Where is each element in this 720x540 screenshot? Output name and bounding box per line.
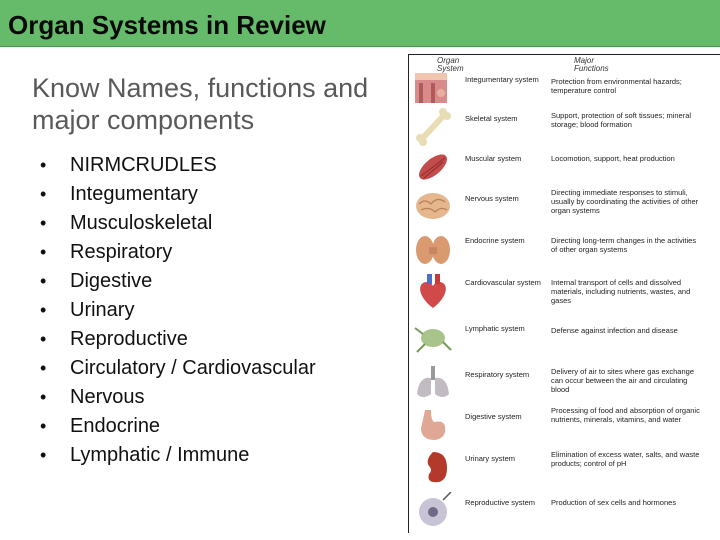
title-bar: Organ Systems in Review (0, 0, 720, 47)
system-name: Nervous system (465, 194, 519, 203)
system-name: Skeletal system (465, 114, 518, 123)
system-functions: Directing long-term changes in the activ… (551, 236, 697, 254)
system-name: Muscular system (465, 154, 522, 163)
brain-icon (416, 193, 450, 219)
bullet-item: Nervous (40, 384, 316, 413)
table-row: Muscular system Locomotion, support, hea… (409, 146, 720, 188)
table-row: Digestive system Processing of food and … (409, 404, 720, 446)
system-name: Integumentary system (465, 75, 539, 84)
bullet-list: NIRMCRUDLES Integumentary Musculoskeleta… (40, 152, 316, 471)
bullet-item: Urinary (40, 297, 316, 326)
thyroid-icon (416, 236, 450, 264)
bullet-item: Digestive (40, 268, 316, 297)
column-header-system: Organ System (437, 56, 464, 73)
muscle-icon (418, 154, 448, 180)
stomach-icon (421, 410, 446, 440)
system-functions: Processing of food and absorption of org… (551, 406, 700, 424)
organ-systems-table (408, 54, 720, 533)
system-functions: Support, protection of soft tissues; min… (551, 111, 692, 129)
table-row: Respiratory system Delivery of air to si… (409, 362, 720, 404)
bullet-item: Circulatory / Cardiovascular (40, 355, 316, 384)
subtitle: Know Names, functions and major componen… (32, 73, 369, 135)
lungs-icon (417, 366, 449, 397)
cell-icon (419, 492, 452, 526)
skin-icon (415, 73, 447, 103)
system-name: Respiratory system (465, 370, 530, 379)
system-name: Digestive system (465, 412, 522, 421)
system-functions: Internal transport of cells and dissolve… (551, 278, 691, 305)
bullet-item: Endocrine (40, 413, 316, 442)
kidney-icon (427, 452, 447, 483)
table-row: Integumentary system Protection from env… (409, 67, 720, 109)
system-name: Reproductive system (465, 498, 536, 507)
bullet-item: Integumentary (40, 181, 316, 210)
system-functions: Delivery of air to sites where gas excha… (551, 367, 694, 394)
page-title: Organ Systems in Review (8, 10, 326, 40)
bullet-item: Respiratory (40, 239, 316, 268)
system-name: Urinary system (465, 454, 516, 463)
table-row: Endocrine system Directing long-term cha… (409, 228, 720, 270)
bullet-item: Musculoskeletal (40, 210, 316, 239)
system-name: Endocrine system (465, 236, 525, 245)
system-functions: Locomotion, support, heat production (551, 154, 675, 163)
heart-icon (420, 274, 446, 308)
system-functions: Directing immediate responses to stimuli… (551, 188, 699, 215)
bullet-item: Lymphatic / Immune (40, 442, 316, 471)
bullet-item: NIRMCRUDLES (40, 152, 316, 181)
table-row: Skeletal system Support, protection of s… (409, 106, 720, 148)
bullet-item: Reproductive (40, 326, 316, 355)
table-row: Urinary system Elimination of excess wat… (409, 446, 720, 488)
system-name: Cardiovascular system (465, 278, 541, 287)
system-functions: Production of sex cells and hormones (551, 498, 677, 507)
table-row: Lymphatic system Defense against infecti… (409, 316, 720, 358)
system-functions: Protection from environmental hazards; t… (551, 77, 682, 95)
bone-icon (416, 108, 451, 146)
lymph-node-icon (414, 327, 452, 353)
column-header-functions: Major Functions (574, 56, 609, 73)
system-functions: Elimination of excess water, salts, and … (551, 450, 700, 468)
table-row: Reproductive system Production of sex ce… (409, 490, 720, 532)
table-row: Cardiovascular system Internal transport… (409, 270, 720, 312)
system-name: Lymphatic system (465, 324, 525, 333)
table-row: Nervous system Directing immediate respo… (409, 186, 720, 228)
system-functions: Defense against infection and disease (551, 326, 678, 335)
